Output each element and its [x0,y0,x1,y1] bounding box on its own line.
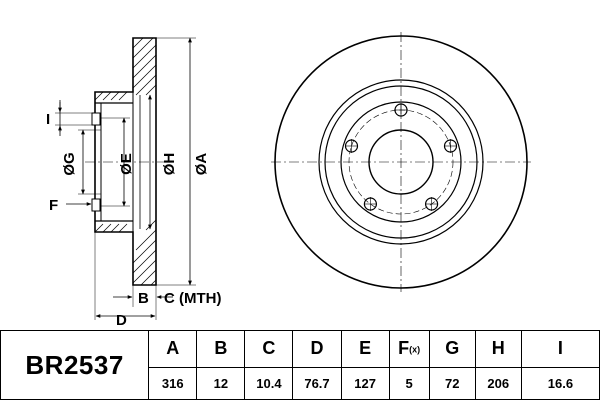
header-b: B [196,330,246,368]
header-f-suffix: (x) [409,344,421,355]
header-f: F(x) [388,330,430,368]
value-a: 316 [148,366,198,400]
value-i: 16.6 [520,366,600,400]
header-a: A [148,330,198,368]
label-g: ØG [61,152,78,175]
label-f: F [49,197,58,214]
label-i: I [46,111,50,128]
hatch-bottom [132,219,157,286]
label-e: ØE [118,153,135,175]
header-i: I [520,330,600,368]
value-g: 72 [428,366,476,400]
technical-drawing: ØA ØH ØE ØG I F B C (MTH) D [46,32,531,329]
value-b: 12 [196,366,246,400]
value-h: 206 [474,366,522,400]
header-h: H [474,330,522,368]
stud-bore-bottom [91,198,101,212]
value-d: 76.7 [292,366,342,400]
spec-table: BR2537 A B C D E F(x) G H I 316 12 10.4 … [0,330,600,400]
front-view [271,32,531,292]
label-b: B [138,290,149,307]
label-d: D [116,312,127,329]
value-f: 5 [388,366,430,400]
header-g: G [428,330,476,368]
part-number: BR2537 [0,330,150,400]
header-e: E [340,330,390,368]
header-d: D [292,330,342,368]
value-e: 127 [340,366,390,400]
label-a: ØA [193,153,210,176]
hatch-top [132,37,157,96]
value-c: 10.4 [244,366,294,400]
header-c: C [244,330,294,368]
stud-bore-top [91,112,101,126]
label-c: C (MTH) [164,290,221,307]
label-h: ØH [161,153,178,176]
side-section-view [55,37,196,320]
